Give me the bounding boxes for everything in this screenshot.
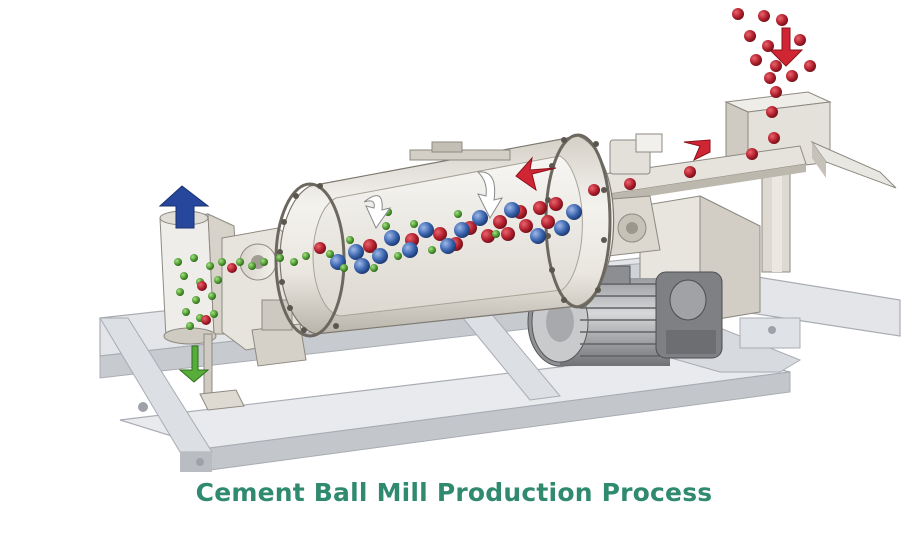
arrow-left-icon (683, 139, 711, 162)
arrow-left-icon (515, 156, 557, 192)
curved-arrow-icon (476, 171, 504, 220)
curved-arrow-icon (363, 195, 392, 230)
arrow-up-icon (158, 185, 210, 229)
arrow-down-icon (768, 27, 804, 67)
grinding-charge (236, 197, 582, 274)
clinker-feed-balls (588, 8, 816, 196)
fine-powder-discharge (174, 254, 237, 330)
ball-mill-diagram (99, 8, 901, 472)
diagram-caption: Cement Ball Mill Production Process (195, 478, 713, 507)
arrow-down-icon (178, 345, 210, 383)
feed-hopper (589, 91, 897, 273)
